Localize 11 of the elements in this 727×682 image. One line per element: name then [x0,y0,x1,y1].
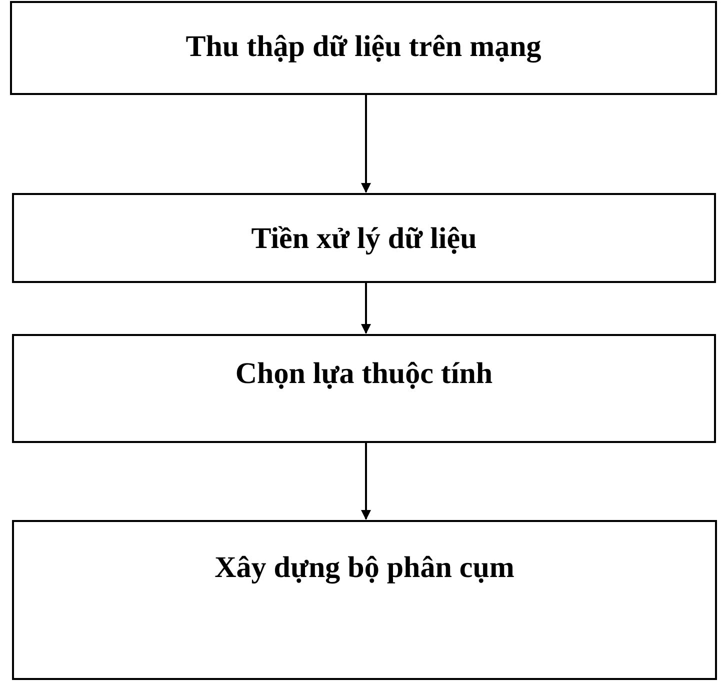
arrow [361,283,371,334]
process-box [10,1,717,95]
process-box [12,520,717,680]
step-label: Chọn lựa thuộc tính [235,356,493,392]
process-box [12,193,716,283]
process-box [12,334,716,443]
arrow [361,443,371,520]
step-label: Tiền xử lý dữ liệu [251,221,477,257]
step-label: Xây dựng bộ phân cụm [214,550,514,586]
step-label: Thu thập dữ liệu trên mạng [186,29,542,65]
arrow [361,95,371,193]
